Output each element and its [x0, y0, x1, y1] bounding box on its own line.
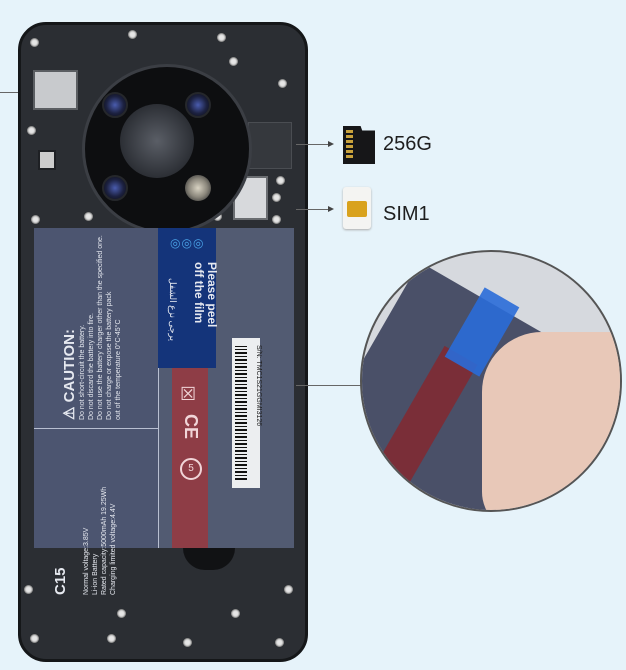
screw	[31, 215, 40, 224]
camera-module	[82, 64, 252, 234]
screw	[183, 638, 192, 647]
barcode-icon	[235, 346, 247, 480]
camera-lens-icon	[185, 92, 211, 118]
connector-line-zoom	[296, 385, 362, 386]
weee-bin-icon: ☒	[180, 384, 197, 404]
camera-center-disc	[120, 104, 194, 178]
finger	[482, 332, 620, 510]
camera-lens-icon	[102, 175, 128, 201]
screw	[272, 193, 281, 202]
caution-title: ⚠ CAUTION:	[61, 329, 78, 420]
camera-lens-icon	[102, 92, 128, 118]
arrow-head	[328, 206, 334, 212]
peel-film-arabic: يرجى نزع الشفل	[168, 278, 178, 342]
panel-divider	[34, 428, 158, 429]
screw	[30, 38, 39, 47]
sim-slot-left	[33, 70, 78, 110]
screw	[117, 609, 126, 618]
screw	[30, 634, 39, 643]
screw	[272, 215, 281, 224]
battery-label-panel	[34, 228, 159, 548]
screw	[229, 57, 238, 66]
screw	[107, 634, 116, 643]
battery-specs: Normal voltage:3.85V Li-ion Battery Rate…	[83, 486, 117, 595]
ce-mark-icon: CE	[181, 413, 202, 440]
recycle-icon: 5	[180, 458, 202, 480]
screw	[217, 33, 226, 42]
arrow-line-sd	[296, 144, 332, 145]
barcode-label	[232, 338, 260, 488]
screw	[278, 79, 287, 88]
peel-film-closeup	[360, 250, 622, 512]
sd-capacity-label: 256G	[383, 133, 432, 155]
screw	[284, 585, 293, 594]
screw	[231, 609, 240, 618]
connector-line-left	[0, 92, 30, 93]
sim-label: SIM1	[383, 203, 430, 225]
peel-film-text: Please peel off the film	[192, 262, 219, 328]
microsd-card-icon	[343, 126, 375, 164]
caution-text: Do not short-circuit the battery. Do not…	[79, 235, 122, 420]
film-circles-icon: ◎◎◎	[170, 236, 205, 250]
flash-icon	[185, 175, 211, 201]
screw	[275, 638, 284, 647]
arrow-line-sim	[296, 209, 332, 210]
connector-chip	[38, 150, 56, 170]
serial-number: S/N: TMC1S21GGMI3126	[255, 345, 262, 427]
arrow-head	[328, 141, 334, 147]
peel-film-tab[interactable]: ◎◎◎	[158, 228, 216, 368]
warning-triangle-icon: ⚠	[61, 402, 78, 420]
screw	[27, 126, 36, 135]
battery-model: C15	[52, 567, 69, 595]
sim-card-icon	[343, 187, 371, 229]
screw	[128, 30, 137, 39]
screw	[24, 585, 33, 594]
screw	[276, 176, 285, 185]
microsd-slot	[248, 122, 292, 169]
battery-bottom-notch	[183, 548, 235, 570]
screw	[84, 212, 93, 221]
